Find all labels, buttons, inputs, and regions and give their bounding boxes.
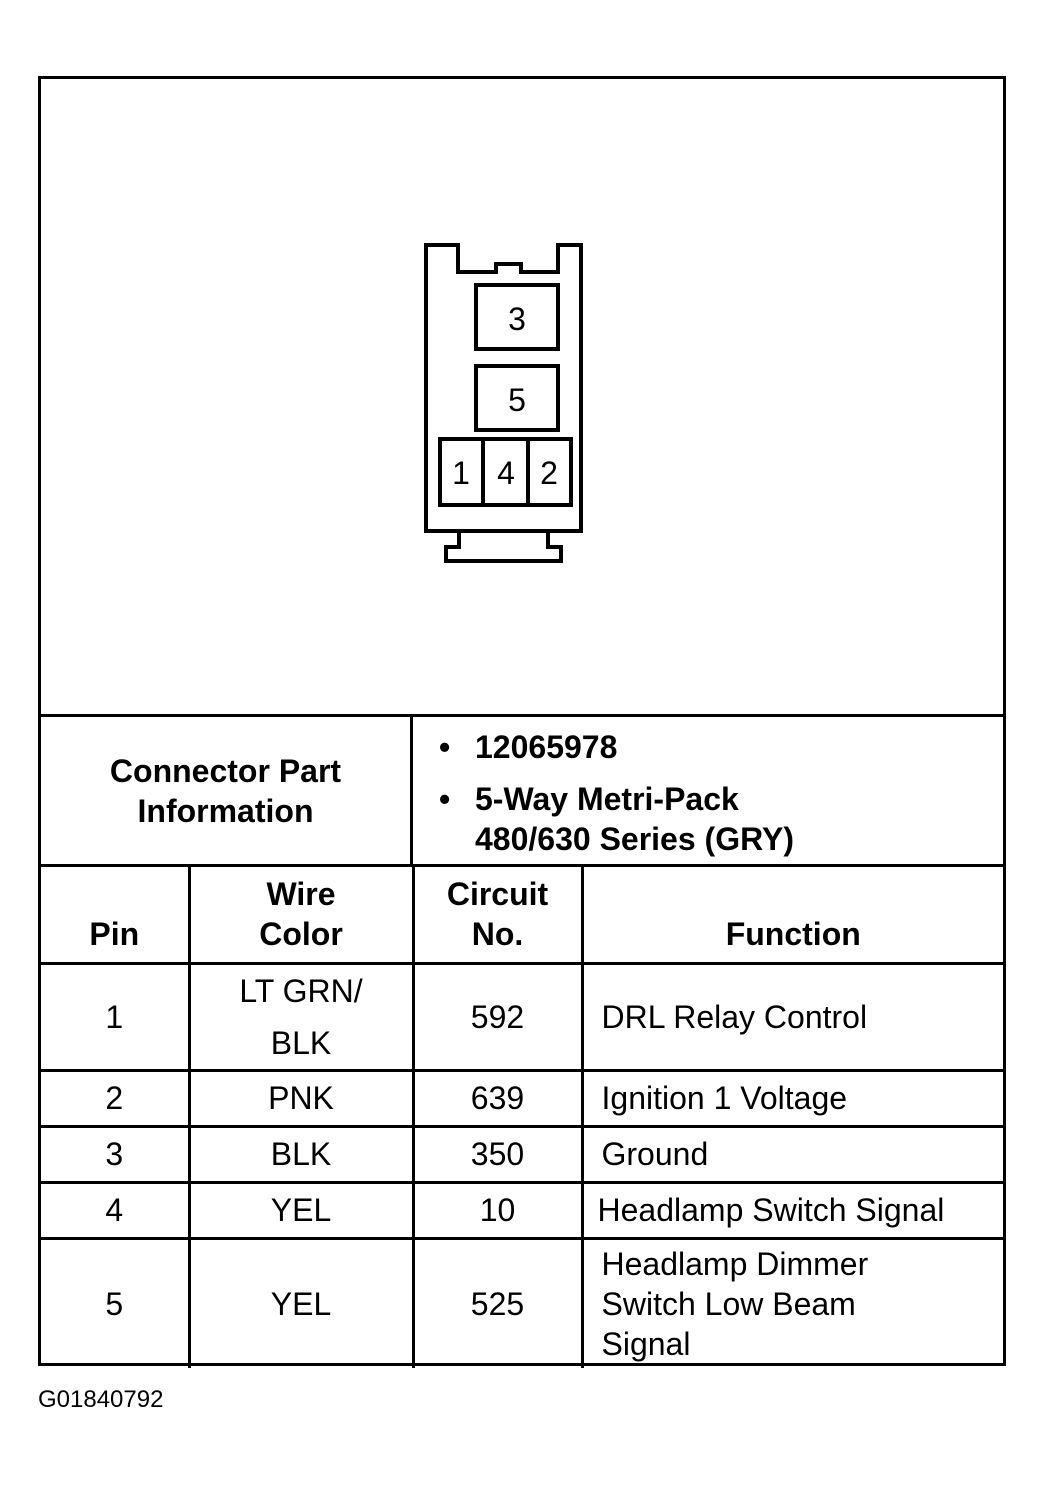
function-cell: Ground xyxy=(580,1124,1003,1184)
connector-sheet: 3 5 1 4 2 Connector Part Information • 1… xyxy=(38,76,1006,1368)
pin-cell: 1 xyxy=(41,961,191,1072)
function-cell: DRL Relay Control xyxy=(580,961,1003,1072)
part-description-2: 480/630 Series (GRY) xyxy=(475,821,794,857)
table-row: 1 LT GRN/BLK 592 DRL Relay Control xyxy=(41,961,1003,1072)
part-info-label: Connector Part Information xyxy=(41,717,413,864)
part-number: 12065978 xyxy=(475,729,618,765)
connector-part-information: Connector Part Information • 12065978 • … xyxy=(41,717,1003,867)
connector-face-drawing: 3 5 1 4 2 xyxy=(424,243,583,563)
cavity-1-label: 1 xyxy=(452,455,470,491)
part-description-line1: • 5-Way Metri-Pack xyxy=(439,779,739,819)
function-cell: Ignition 1 Voltage xyxy=(580,1068,1003,1128)
circuit-cell: 350 xyxy=(411,1124,584,1184)
bullet-icon: • xyxy=(439,781,451,817)
table-row: 3 BLK 350 Ground xyxy=(41,1124,1003,1184)
wire-color-cell: LT GRN/BLK xyxy=(187,961,415,1072)
circuit-cell: 592 xyxy=(411,961,584,1072)
cavity-3 xyxy=(474,283,560,351)
cavity-2 xyxy=(526,437,573,507)
part-number-line: • 12065978 xyxy=(439,727,618,767)
connector-housing xyxy=(424,243,583,533)
wire-color-cell: BLK xyxy=(187,1124,415,1184)
cavity-2-label: 2 xyxy=(540,455,558,491)
circuit-cell: 525 xyxy=(411,1236,584,1368)
pin-cell: 4 xyxy=(41,1180,191,1240)
connector-latch xyxy=(444,531,563,563)
part-description-line2: 480/630 Series (GRY) xyxy=(475,819,794,859)
part-info-label-line1: Connector Part xyxy=(109,752,342,789)
circuit-cell: 639 xyxy=(411,1068,584,1128)
connector-diagram: 3 5 1 4 2 xyxy=(41,79,1003,717)
cavity-5 xyxy=(474,364,560,432)
function-cell: Headlamp Switch Signal xyxy=(580,1180,1003,1240)
bullet-icon: • xyxy=(439,729,451,765)
part-info-label-line2: Information xyxy=(137,792,314,829)
wire-color-cell: PNK xyxy=(187,1068,415,1128)
figure-id: G01840792 xyxy=(38,1386,164,1413)
pin-cell: 3 xyxy=(41,1124,191,1184)
cavity-5-label: 5 xyxy=(508,382,526,418)
circuit-cell: 10 xyxy=(411,1180,584,1240)
pin-cell: 5 xyxy=(41,1236,191,1368)
cavity-4-label: 4 xyxy=(497,455,515,491)
header-function: Function xyxy=(580,867,1003,965)
part-description-1: 5-Way Metri-Pack xyxy=(475,781,739,817)
cavity-3-label: 3 xyxy=(508,301,526,337)
pin-cell: 2 xyxy=(41,1068,191,1128)
wire-color-cell: YEL xyxy=(187,1236,415,1368)
header-pin: Pin xyxy=(41,867,191,965)
table-row: 4 YEL 10 Headlamp Switch Signal xyxy=(41,1180,1003,1240)
wire-color-cell: YEL xyxy=(187,1180,415,1240)
table-row: 2 PNK 639 Ignition 1 Voltage xyxy=(41,1068,1003,1128)
part-info-values: • 12065978 • 5-Way Metri-Pack 480/630 Se… xyxy=(413,717,1003,864)
